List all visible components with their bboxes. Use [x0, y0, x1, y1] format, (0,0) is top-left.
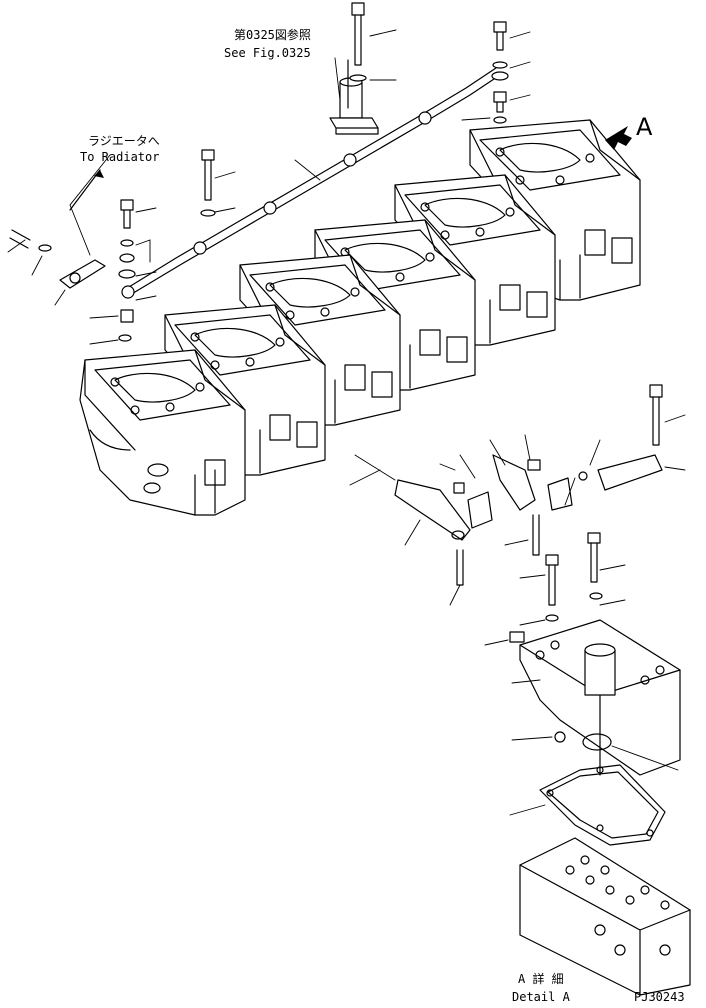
view-direction-arrow-icon [605, 126, 632, 150]
view-direction-label: A [636, 113, 653, 141]
cylinder-head-1 [79, 349, 246, 516]
detail-label-en: Detail A [512, 990, 570, 1004]
see-fig-label-en: See Fig.0325 [224, 46, 311, 60]
drawing-code: PJ30243 [634, 990, 685, 1004]
water-manifold-pipe [121, 67, 501, 299]
detail-label-jp: A 詳 細 [518, 972, 564, 986]
long-bolt-top [349, 2, 367, 82]
radiator-connector [9, 169, 106, 289]
leader-lines [7, 29, 686, 816]
rocker-arm-parts [354, 384, 663, 622]
rocker-housing [509, 619, 681, 776]
cylinder-head-assembly [79, 119, 641, 516]
thermostat-housing [329, 59, 379, 135]
cylinder-head-2 [164, 304, 326, 476]
bolt-stack-right [491, 21, 509, 124]
cylinder-head-5 [394, 174, 556, 346]
cylinder-head-block [519, 837, 691, 996]
to-radiator-label-en: To Radiator [80, 150, 160, 164]
see-fig-label-jp: 第0325図参照 [234, 28, 311, 42]
bolt-stack-left [118, 149, 216, 342]
gasket [539, 764, 666, 846]
to-radiator-label-jp: ラジエータへ [88, 134, 160, 148]
